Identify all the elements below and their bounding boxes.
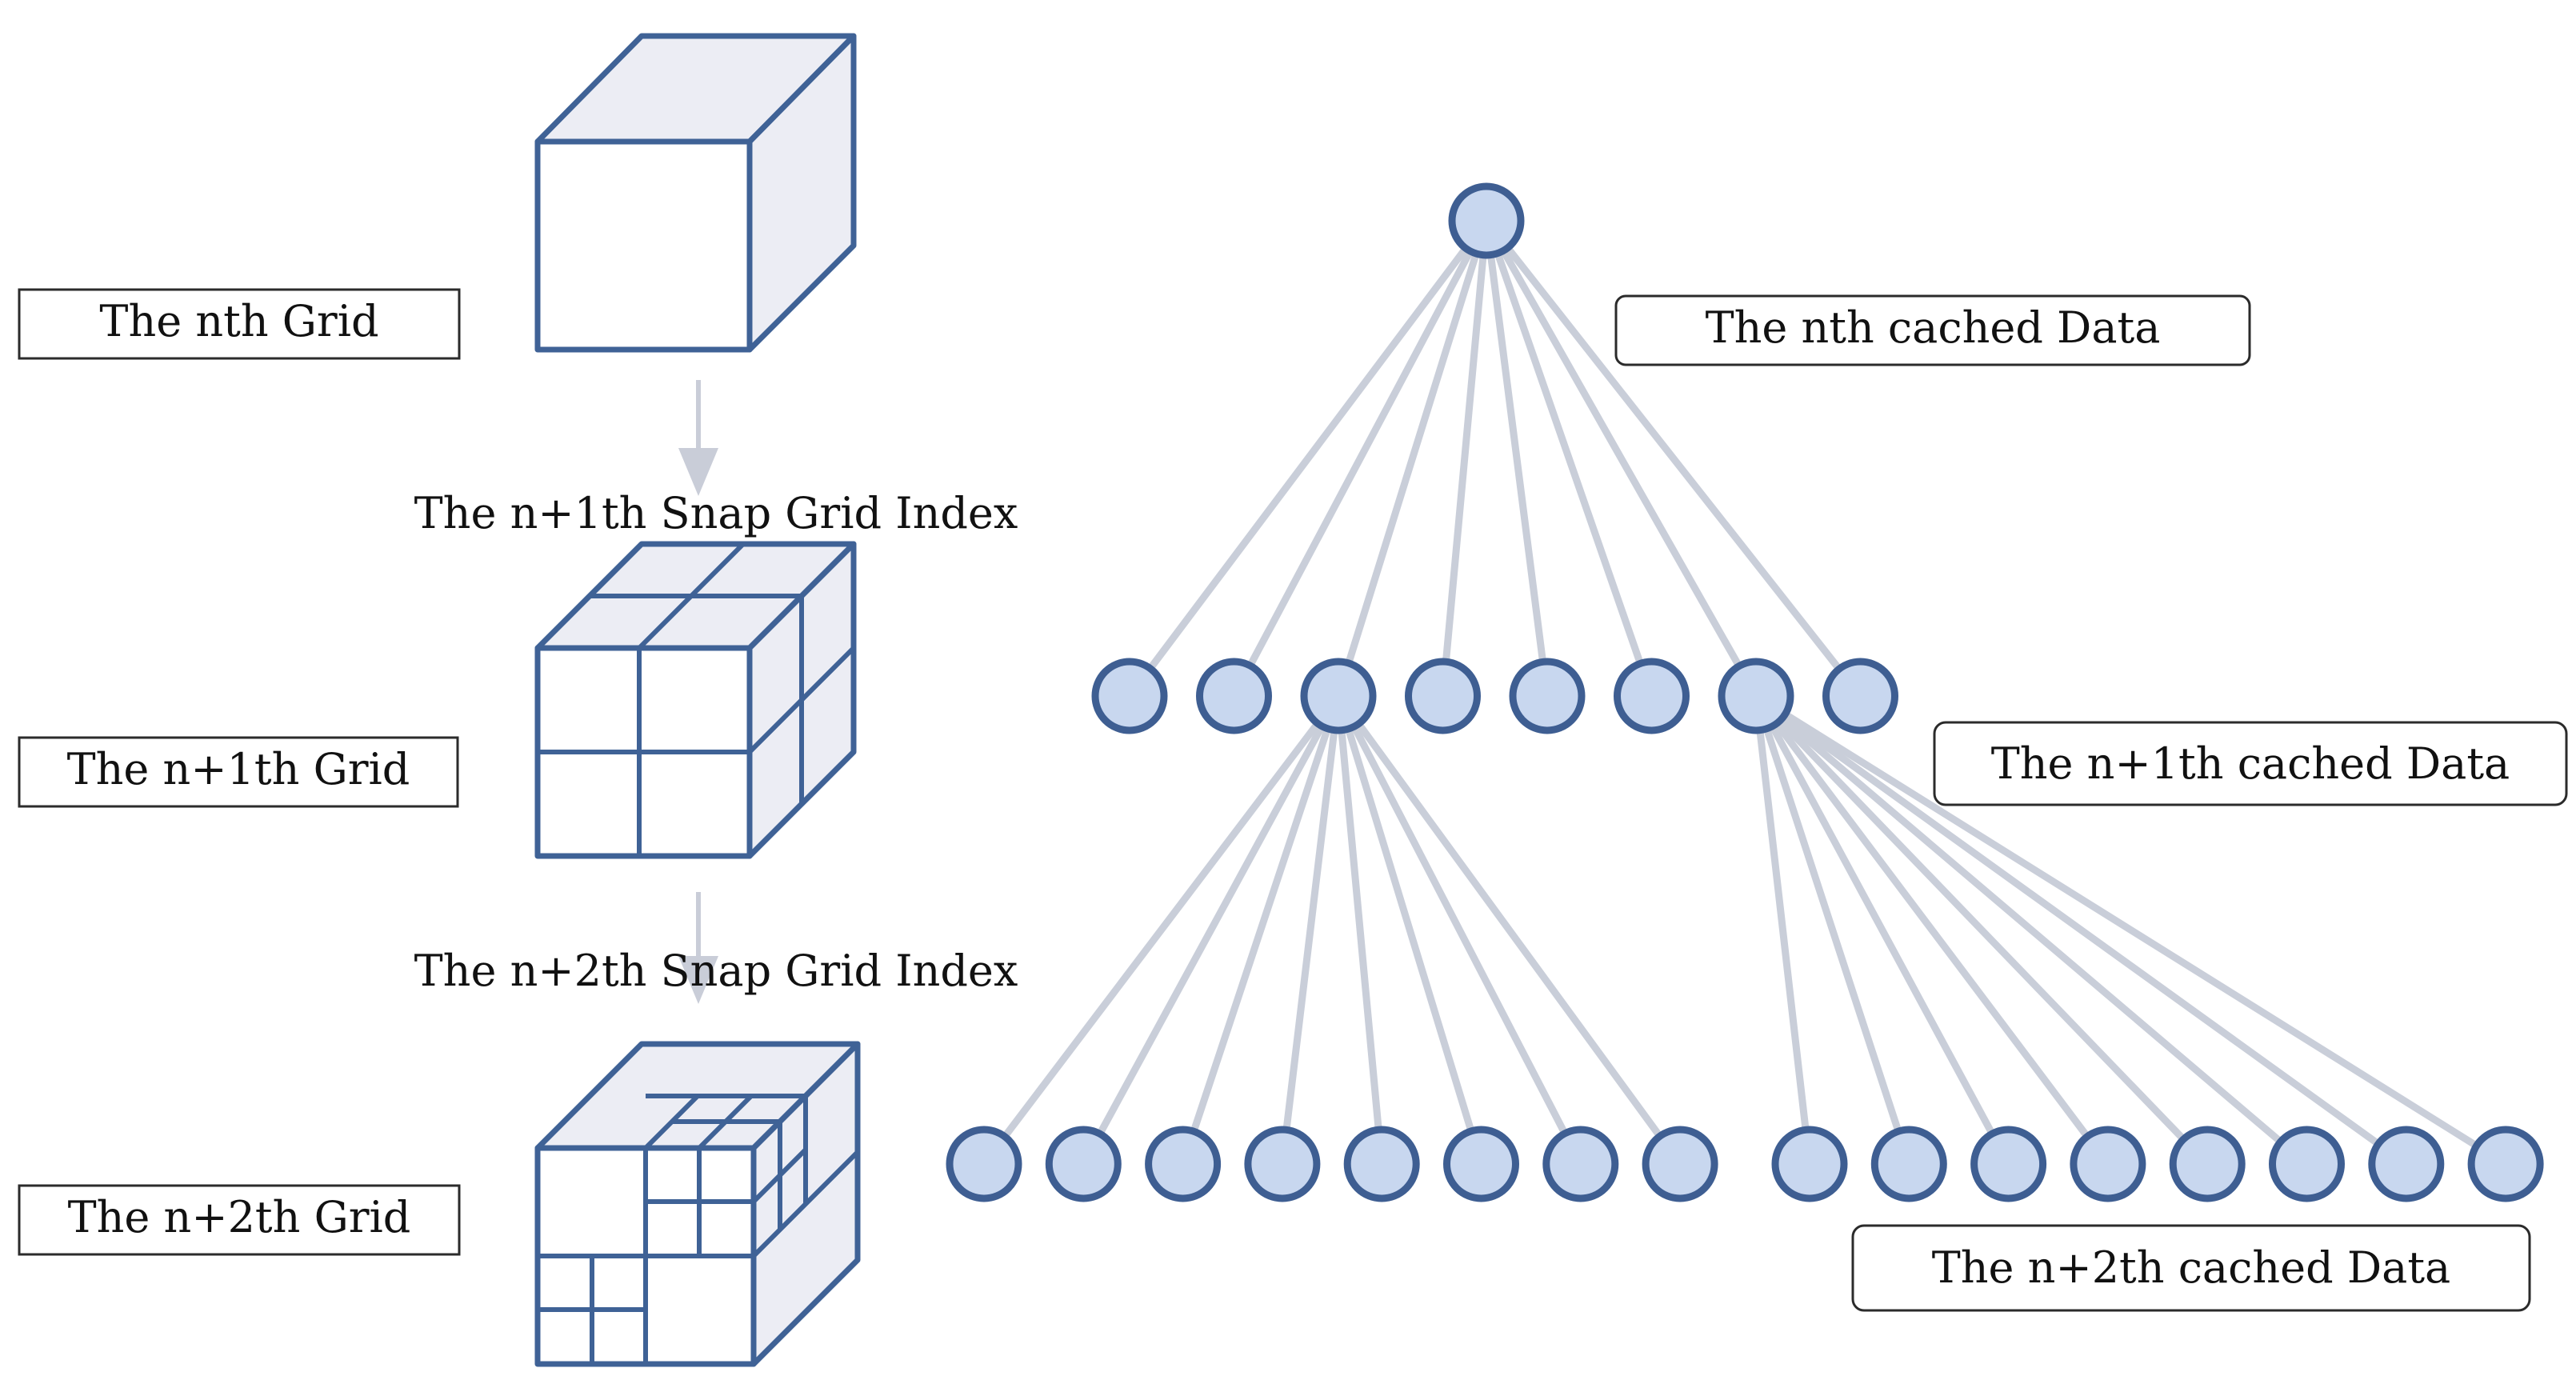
edge-root-to-l1-4 <box>1482 217 1551 700</box>
edge-l1-2-to-l2-7 <box>1334 692 1684 1168</box>
tree-edges <box>980 217 2510 1168</box>
tree-node-l2-g0-3 <box>1244 1126 1321 1202</box>
tree-node-l1-3 <box>1405 658 1481 734</box>
cube-n2th-grid <box>534 1041 861 1367</box>
tree-node-l2-g0-4 <box>1343 1126 1420 1202</box>
cube-nth-grid <box>534 33 857 353</box>
edge-l1-2-to-l2-6 <box>1334 692 1585 1168</box>
edge-root-to-l1-1 <box>1230 217 1490 700</box>
edge-l1-2-to-l2-5 <box>1334 692 1485 1168</box>
tree-node-l2-g0-7 <box>1642 1126 1718 1202</box>
label-n1th-grid: The n+1th Grid <box>18 736 459 808</box>
tree-node-l1-6 <box>1718 658 1794 734</box>
tree-node-l1-1 <box>1196 658 1272 734</box>
tree-node-l2-g1-4 <box>2169 1126 2246 1202</box>
edge-root-to-l1-3 <box>1439 217 1490 700</box>
label-n1th-cached-data-text: The n+1th cached Data <box>1991 738 2510 789</box>
tree-node-l2-g0-1 <box>1045 1126 1122 1202</box>
snap-index-n1-label: The n+1th Snap Grid Index <box>414 488 1018 538</box>
tree-node-l2-g1-2 <box>1970 1126 2047 1202</box>
edge-root-to-l1-7 <box>1482 217 1864 700</box>
edge-root-to-l1-0 <box>1126 217 1490 700</box>
label-n1th-grid-text: The n+1th Grid <box>67 744 410 794</box>
label-nth-cached-data-text: The nth cached Data <box>1706 302 2161 353</box>
edge-l1-6-to-l2-5 <box>1752 692 2310 1168</box>
edge-l1-2-to-l2-0 <box>980 692 1342 1168</box>
tree-node-l2-g1-3 <box>2070 1126 2146 1202</box>
edge-l1-6-to-l2-1 <box>1752 692 1913 1168</box>
edge-l1-6-to-l2-6 <box>1752 692 2410 1168</box>
tree-nodes <box>946 182 2544 1202</box>
edge-l1-2-to-l2-2 <box>1179 692 1342 1168</box>
edge-l1-6-to-l2-2 <box>1752 692 2013 1168</box>
edge-l1-2-to-l2-1 <box>1079 692 1342 1168</box>
edge-root-to-l1-6 <box>1482 217 1760 700</box>
tree-node-l2-g1-6 <box>2368 1126 2445 1202</box>
snap-index-n2-label: The n+2th Snap Grid Index <box>414 946 1018 996</box>
tree-node-l2-g1-0 <box>1771 1126 1848 1202</box>
tree-node-l1-7 <box>1822 658 1898 734</box>
edge-l1-6-to-l2-4 <box>1752 692 2211 1168</box>
label-n1th-cached-data: The n+1th cached Data <box>1933 721 2568 806</box>
tree-node-root <box>1448 182 1525 259</box>
edge-l1-6-to-l2-7 <box>1752 692 2510 1168</box>
tree-node-l2-g1-7 <box>2467 1126 2544 1202</box>
tree-node-l2-g0-2 <box>1145 1126 1222 1202</box>
tree-node-l2-g1-5 <box>2269 1126 2345 1202</box>
edge-l1-2-to-l2-3 <box>1278 692 1342 1168</box>
down-arrow-2 <box>678 892 718 1004</box>
label-nth-grid: The nth Grid <box>18 288 461 360</box>
edge-root-to-l1-5 <box>1482 217 1655 700</box>
label-nth-grid-text: The nth Grid <box>99 296 378 346</box>
edge-l1-6-to-l2-3 <box>1752 692 2112 1168</box>
label-n2th-cached-data-text: The n+2th cached Data <box>1932 1242 2450 1293</box>
tree-node-l1-5 <box>1614 658 1690 734</box>
label-n2th-grid-text: The n+2th Grid <box>68 1192 411 1242</box>
tree-node-l2-g0-0 <box>946 1126 1022 1202</box>
cube-n1th-grid <box>534 541 857 859</box>
tree-node-l2-g1-1 <box>1870 1126 1947 1202</box>
edge-l1-6-to-l2-0 <box>1752 692 1814 1168</box>
down-arrow-1 <box>678 380 718 496</box>
tree-node-l2-g0-5 <box>1443 1126 1519 1202</box>
label-nth-cached-data: The nth cached Data <box>1614 294 2251 366</box>
label-n2th-cached-data: The n+2th cached Data <box>1851 1224 2531 1312</box>
label-n2th-grid: The n+2th Grid <box>18 1184 461 1256</box>
edge-l1-2-to-l2-4 <box>1334 692 1386 1168</box>
tree-node-l2-g0-6 <box>1542 1126 1619 1202</box>
edge-root-to-l1-2 <box>1334 217 1490 700</box>
tree-node-l1-0 <box>1091 658 1168 734</box>
tree-node-l1-2 <box>1300 658 1377 734</box>
tree-node-l1-4 <box>1509 658 1586 734</box>
